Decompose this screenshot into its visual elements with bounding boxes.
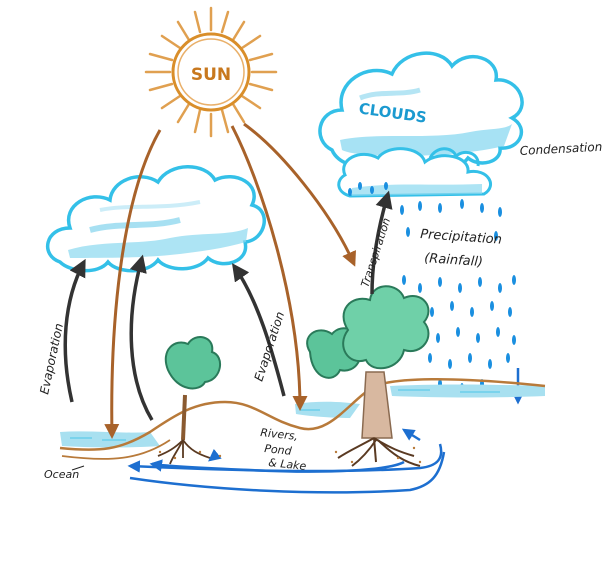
transpiration-label: Transpiration [358,216,393,289]
sun-label: SUN [191,65,231,85]
water-body [60,384,545,448]
transpiration-arrow [370,190,393,295]
precipitation-label: Precipitation [420,227,503,248]
sun-arrows [104,122,356,439]
evaporation-arrow-left [63,258,86,403]
ocean-label: Ocean [44,468,79,481]
cloud-icon [318,51,524,198]
evaporation-left-label: Evaporation [37,322,66,396]
sun-icon [144,6,278,138]
rivers-label: Rivers, [260,426,299,443]
evaporation-arrow-middle [129,254,154,421]
condensation-label: Condensation [519,140,602,158]
ground-line [59,378,546,451]
sun-arrow-ocean [104,129,162,439]
tree-icon [157,336,221,465]
sun-arrow-river [230,125,308,411]
lake-label: & Lake [268,456,307,473]
cloud-icon [45,165,266,273]
pond-label: Pond [264,442,294,458]
sun-arrow-tree [243,122,356,267]
runoff-arrows [127,443,446,494]
rainfall-label: (Rainfall) [424,251,484,270]
tree-icon [337,285,430,467]
runoff-arrowhead-top [401,428,421,442]
evaporation-arrows [63,190,393,421]
evaporation-middle-label: Evaporation [252,310,288,383]
evaporation-arrow-right [231,263,286,397]
soil-dots [158,446,422,464]
